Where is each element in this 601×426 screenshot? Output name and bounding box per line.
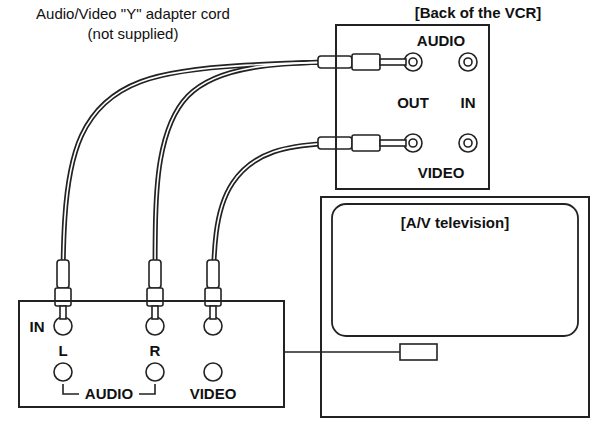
- cord-core: [155, 62, 335, 300]
- jack: [146, 363, 164, 381]
- jack: [459, 134, 477, 152]
- plug-tip: [60, 306, 66, 319]
- jack-group-label: VIDEO: [418, 164, 465, 181]
- cord-core: [213, 143, 335, 300]
- plug-tip: [380, 59, 406, 65]
- jack-label: OUT: [397, 94, 429, 111]
- jack-hole: [464, 139, 472, 147]
- av-cord: [213, 143, 335, 300]
- horizontal-plugs: [318, 54, 406, 151]
- jack: [459, 53, 477, 71]
- jack-label: VIDEO: [190, 385, 237, 402]
- jack-label: L: [58, 342, 67, 359]
- panel-jacks: [54, 317, 222, 381]
- plug-boot: [207, 260, 219, 288]
- plug-tip: [152, 306, 158, 319]
- cord-core: [63, 62, 335, 300]
- cord-note: (not supplied): [88, 25, 179, 42]
- panel-heading: [Back of the VCR]: [415, 4, 542, 21]
- jack-label: R: [150, 342, 161, 359]
- device-heading: [A/V television]: [401, 214, 509, 231]
- tv-jack-panel: IN L R AUDIO VIDEO: [18, 300, 285, 408]
- jack-hole: [409, 58, 417, 66]
- jack-label: IN: [461, 94, 476, 111]
- cord-name: Audio/Video "Y" adapter cord: [36, 5, 230, 22]
- vertical-plugs: [55, 260, 221, 319]
- jack-group-label: AUDIO: [417, 32, 465, 49]
- leader-line: [320, 351, 400, 353]
- connection-line: [285, 351, 320, 353]
- jack: [204, 363, 222, 381]
- jack-hole: [464, 58, 472, 66]
- plug-boot: [149, 260, 161, 288]
- jack-group-label: AUDIO: [85, 385, 133, 402]
- plug-sleeve: [55, 288, 71, 306]
- jack-hole: [409, 139, 417, 147]
- jack: [54, 363, 72, 381]
- av-cord: [63, 62, 335, 300]
- plug-sleeve: [352, 135, 380, 151]
- av-cord: [155, 62, 335, 300]
- plug-tip: [380, 140, 406, 146]
- plug-boot: [57, 260, 69, 288]
- plug-tip: [210, 306, 216, 319]
- plug-sleeve: [352, 54, 380, 70]
- vcr-back-panel: [Back of the VCR]AUDIOOUTINVIDEO: [335, 24, 490, 190]
- plug-sleeve: [147, 288, 163, 306]
- tv-screen: [332, 204, 578, 336]
- plug-sleeve: [205, 288, 221, 306]
- jack-label: IN: [30, 318, 45, 335]
- tv-input-panel: [400, 344, 437, 360]
- av-television: [A/V television]: [320, 196, 590, 418]
